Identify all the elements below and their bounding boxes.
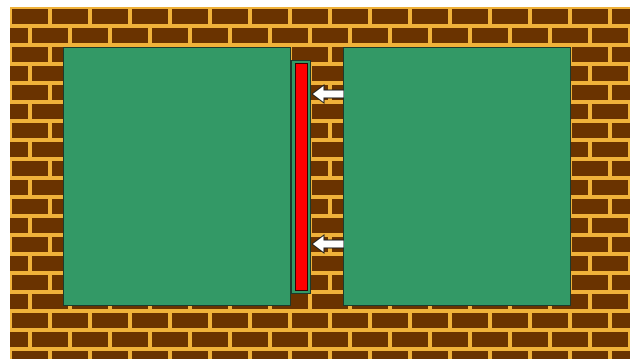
- right-panel: [343, 47, 571, 306]
- left-panel: [63, 47, 291, 306]
- red-bar[interactable]: [295, 63, 308, 291]
- arrow-left-icon: [312, 84, 344, 104]
- slot-frame: [291, 60, 311, 294]
- arrow-left-icon: [312, 234, 344, 254]
- game-scene: [10, 7, 630, 359]
